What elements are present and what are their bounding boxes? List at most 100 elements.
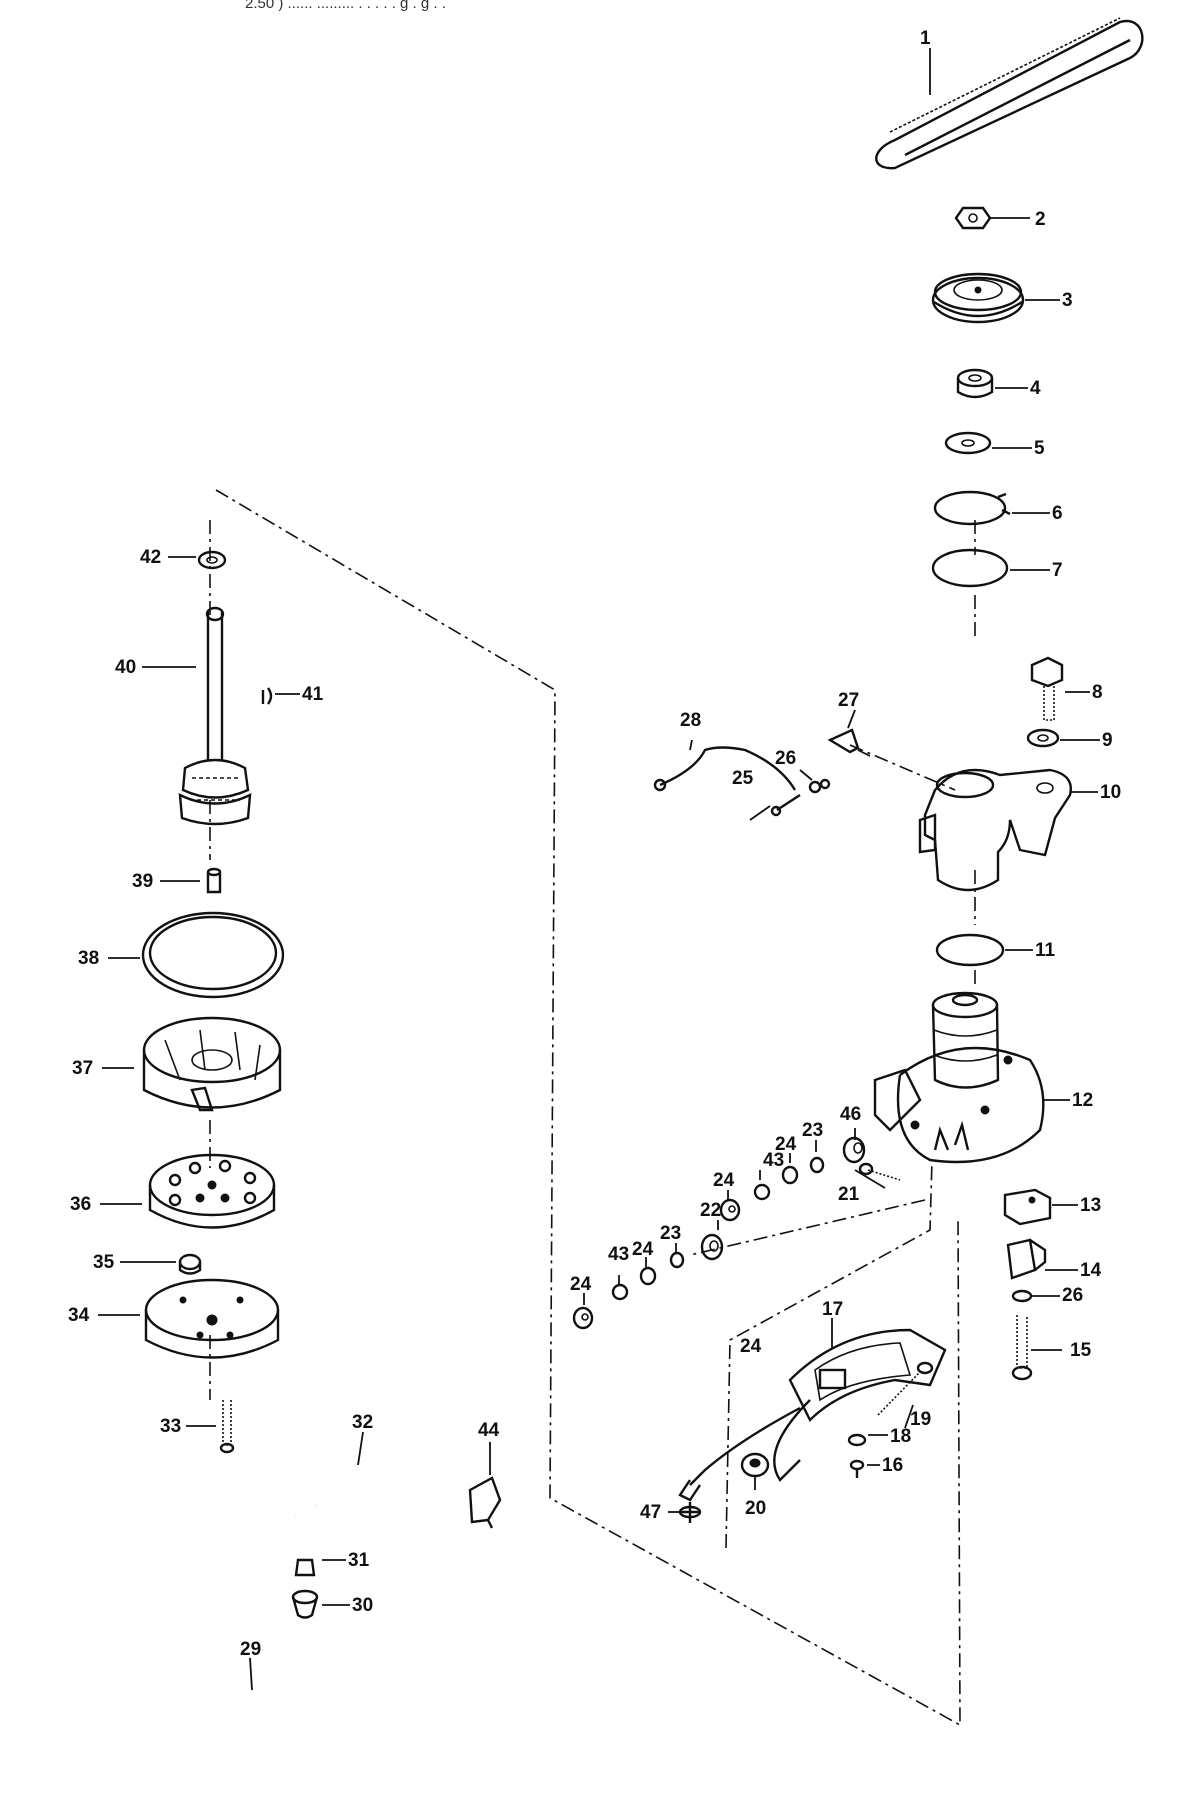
- screw: [849, 1459, 865, 1478]
- screw: [678, 1502, 702, 1523]
- callout-label: 27: [838, 690, 859, 711]
- callout-label: 6: [1052, 503, 1063, 524]
- screw: [770, 793, 801, 817]
- washer: [809, 1156, 825, 1174]
- callout-label: 43: [608, 1244, 629, 1265]
- callout-label: 18: [890, 1426, 911, 1447]
- callout-label: 38: [78, 948, 99, 969]
- base: [144, 1278, 280, 1359]
- callout-label: 39: [132, 871, 153, 892]
- callout-label: 33: [160, 1416, 181, 1437]
- callout-label: 21: [838, 1184, 860, 1205]
- callout-label: 8: [1092, 682, 1103, 703]
- callout-label: 23: [802, 1120, 823, 1141]
- housing: [873, 991, 1045, 1164]
- callout-label: 28: [680, 710, 701, 731]
- washer: [781, 1165, 799, 1185]
- clip: [294, 1558, 316, 1577]
- callout-label: 24: [713, 1170, 735, 1191]
- callout-label: 3: [1062, 290, 1073, 311]
- callout-label: 24: [775, 1134, 797, 1155]
- o-ring: [141, 911, 285, 999]
- screw: [858, 1162, 901, 1181]
- callout-label: 22: [700, 1200, 721, 1221]
- callout-label: 23: [660, 1223, 681, 1244]
- screw: [219, 1400, 235, 1454]
- bolt: [1030, 656, 1064, 721]
- callout-label: 41: [302, 684, 324, 705]
- callout-label: 17: [822, 1299, 843, 1320]
- tube: [313, 1466, 479, 1509]
- callout-label: 40: [115, 657, 136, 678]
- nut: [572, 1306, 594, 1330]
- callout-label: 9: [1102, 730, 1113, 751]
- leader-lines: [98, 48, 1100, 1691]
- callout-label: 36: [70, 1194, 91, 1215]
- cap: [740, 1452, 770, 1478]
- callout-label: 47: [640, 1502, 661, 1523]
- key: [261, 687, 273, 705]
- callout-label: 24: [632, 1239, 654, 1260]
- drive-belt: [875, 17, 1144, 170]
- callout-label: 42: [140, 547, 161, 568]
- elbow: [468, 1476, 502, 1529]
- callout-label: 34: [68, 1305, 90, 1326]
- callout-label: 10: [1100, 782, 1121, 803]
- callout-label: 35: [93, 1252, 115, 1273]
- washer: [1026, 728, 1060, 748]
- washer: [197, 550, 227, 570]
- o-ring: [935, 933, 1005, 967]
- terminal-block: [1003, 1188, 1052, 1226]
- spacer: [700, 1233, 724, 1261]
- washer: [639, 1266, 657, 1286]
- callout-label: 7: [1052, 560, 1063, 581]
- rotor-plate: [148, 1153, 276, 1229]
- shaft: [178, 606, 252, 826]
- washer: [611, 1283, 629, 1301]
- callout-label: 24: [740, 1336, 762, 1357]
- nut: [808, 778, 831, 794]
- callout-label: 20: [745, 1498, 766, 1519]
- grommet: [291, 1589, 319, 1619]
- nut: [719, 1198, 741, 1222]
- bracket: [918, 768, 1072, 892]
- callout-labels: 1 2 3 4 5 6 7 8 9 10 11 12 13 14 15 16 1…: [68, 28, 1121, 1660]
- callout-label: 25: [732, 768, 754, 789]
- callout-label: 12: [1072, 1090, 1093, 1111]
- wire: [653, 746, 797, 792]
- callout-label: 32: [352, 1412, 373, 1433]
- u-tube: [189, 1650, 309, 1736]
- washer: [944, 431, 992, 455]
- callout-label: 13: [1080, 1195, 1101, 1216]
- callout-label: 16: [882, 1455, 903, 1476]
- nut: [954, 206, 992, 230]
- pulley: [931, 272, 1025, 324]
- callout-label: 43: [763, 1150, 784, 1171]
- callout-label: 26: [775, 748, 796, 769]
- callout-label: 14: [1080, 1260, 1102, 1281]
- washer: [847, 1433, 867, 1447]
- callout-label: 1: [920, 28, 931, 49]
- hose: [151, 1511, 297, 1590]
- stator-plate: [678, 1328, 947, 1502]
- washer: [1011, 1289, 1033, 1303]
- nut: [178, 1253, 202, 1275]
- clip: [1006, 1238, 1047, 1280]
- callout-label: 29: [240, 1639, 261, 1660]
- callout-label: 26: [1062, 1285, 1083, 1306]
- callout-label: 4: [1030, 378, 1041, 399]
- callout-label: 19: [910, 1409, 931, 1430]
- callout-label: 31: [348, 1550, 370, 1571]
- callout-label: 30: [352, 1595, 373, 1616]
- callout-label: 37: [72, 1058, 93, 1079]
- screw: [1011, 1315, 1033, 1381]
- callout-label: 24: [570, 1274, 592, 1295]
- callout-label: 11: [1035, 940, 1056, 961]
- washer: [669, 1251, 685, 1269]
- callout-label: 5: [1034, 438, 1045, 459]
- callout-label: 46: [840, 1104, 861, 1125]
- flywheel: [142, 1016, 282, 1112]
- callout-label: 44: [478, 1420, 500, 1441]
- callout-label: 15: [1070, 1340, 1092, 1361]
